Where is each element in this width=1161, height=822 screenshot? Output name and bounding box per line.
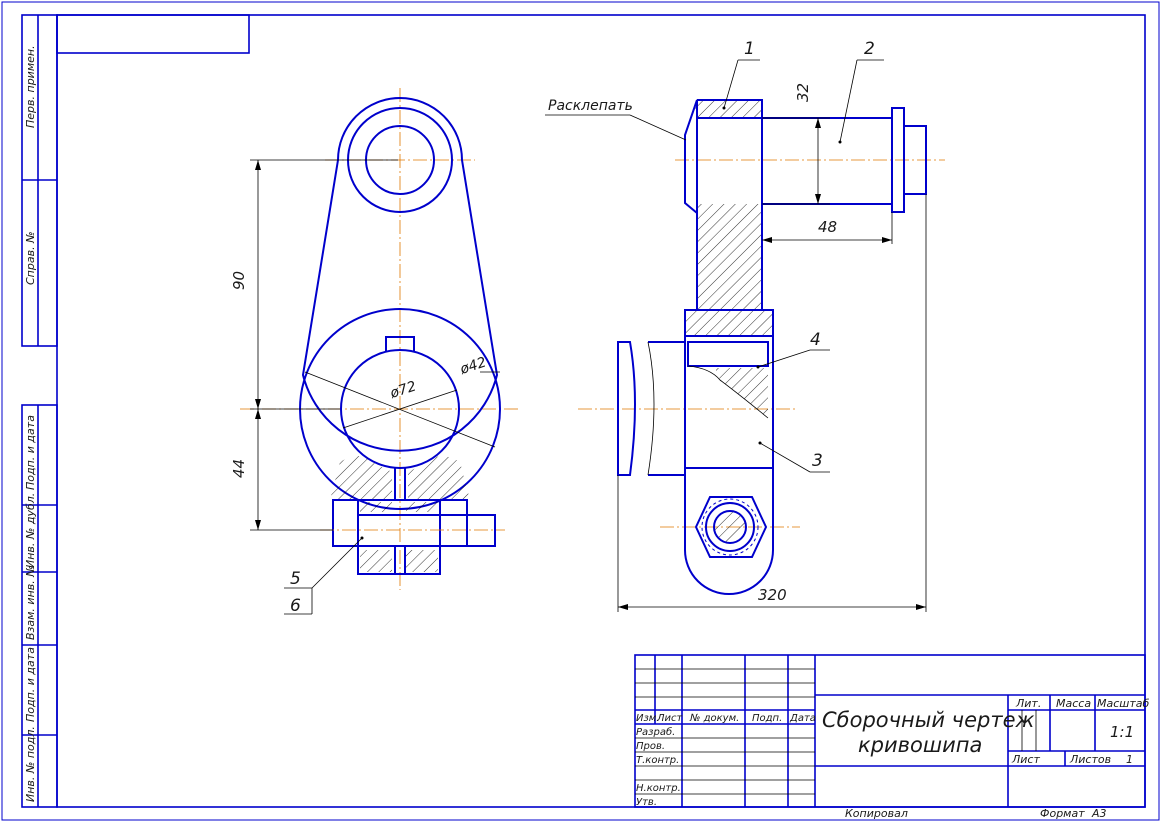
callout-1: 1 [744,39,755,59]
side-label-sprav: Справ. № [24,231,37,285]
tb-kopiroval: Копировал [845,807,908,820]
tb-data: Дата [789,713,816,724]
tb-massa: Масса [1056,697,1091,710]
tb-list-label: Лист [1011,753,1040,766]
side-view-callouts: 1 2 4 3 Расклепать [545,39,884,473]
tb-nkontr: Н.контр. [636,783,681,794]
title-block: Изм. Лист № докум. Подп. Дата Разраб. Пр… [634,654,1149,820]
tb-listov-label: Листов [1069,753,1111,766]
tb-listov-value: 1 [1126,753,1133,766]
dim-320: 320 [758,586,787,604]
dim-48: 48 [818,218,837,236]
drawing-title-line1: Сборочный чертеж [822,708,1034,732]
callout-5: 5 [290,569,301,589]
callout-2: 2 [864,39,875,59]
tb-list: Лист [656,713,684,724]
tb-scale-value: 1:1 [1110,723,1134,741]
callout-6: 6 [290,596,301,616]
tb-razrab: Разраб. [636,726,675,738]
tb-lit: Лит. [1015,697,1041,710]
drawing-title-line2: кривошипа [858,733,982,757]
dim-d42: ø42 [457,354,488,378]
side-label-perv-primen: Перв. примен. [24,45,37,128]
side-label-inv-podl: Инв. № подл. [24,726,37,802]
tb-prov: Пров. [636,741,665,752]
tb-masshtab: Масштаб [1097,697,1149,710]
side-view [578,99,945,595]
callout-4: 4 [810,330,821,350]
dim-32: 32 [794,83,812,102]
front-view-callouts: 5 6 [284,536,364,616]
dim-90: 90 [230,271,248,290]
tb-n-dokum: № докум. [689,713,739,724]
side-label-inv-dubl: Инв. № дубл. [24,493,37,568]
tb-tkontr: Т.контр. [636,755,679,766]
tb-utv: Утв. [636,797,657,808]
tb-format-value: А3 [1091,807,1107,820]
side-label-podp-data-2: Подп. и дата [24,647,37,722]
side-label-podp-data-1: Подп. и дата [24,415,37,490]
side-view-dimensions: 32 48 320 [617,83,927,612]
callout-rasklepat: Расклепать [548,98,633,114]
side-label-vzam-inv: Взам. инв. № [24,565,37,640]
tb-izm: Изм. [636,713,660,724]
dim-44: 44 [230,459,248,478]
callout-3: 3 [812,451,823,471]
front-view [240,88,520,590]
tb-podp: Подп. [752,713,782,724]
dim-d72: ø72 [387,378,418,402]
side-stamp: Перв. примен. Справ. № Подп. и дата Инв.… [21,14,58,808]
tb-format-label: Формат [1040,807,1085,820]
